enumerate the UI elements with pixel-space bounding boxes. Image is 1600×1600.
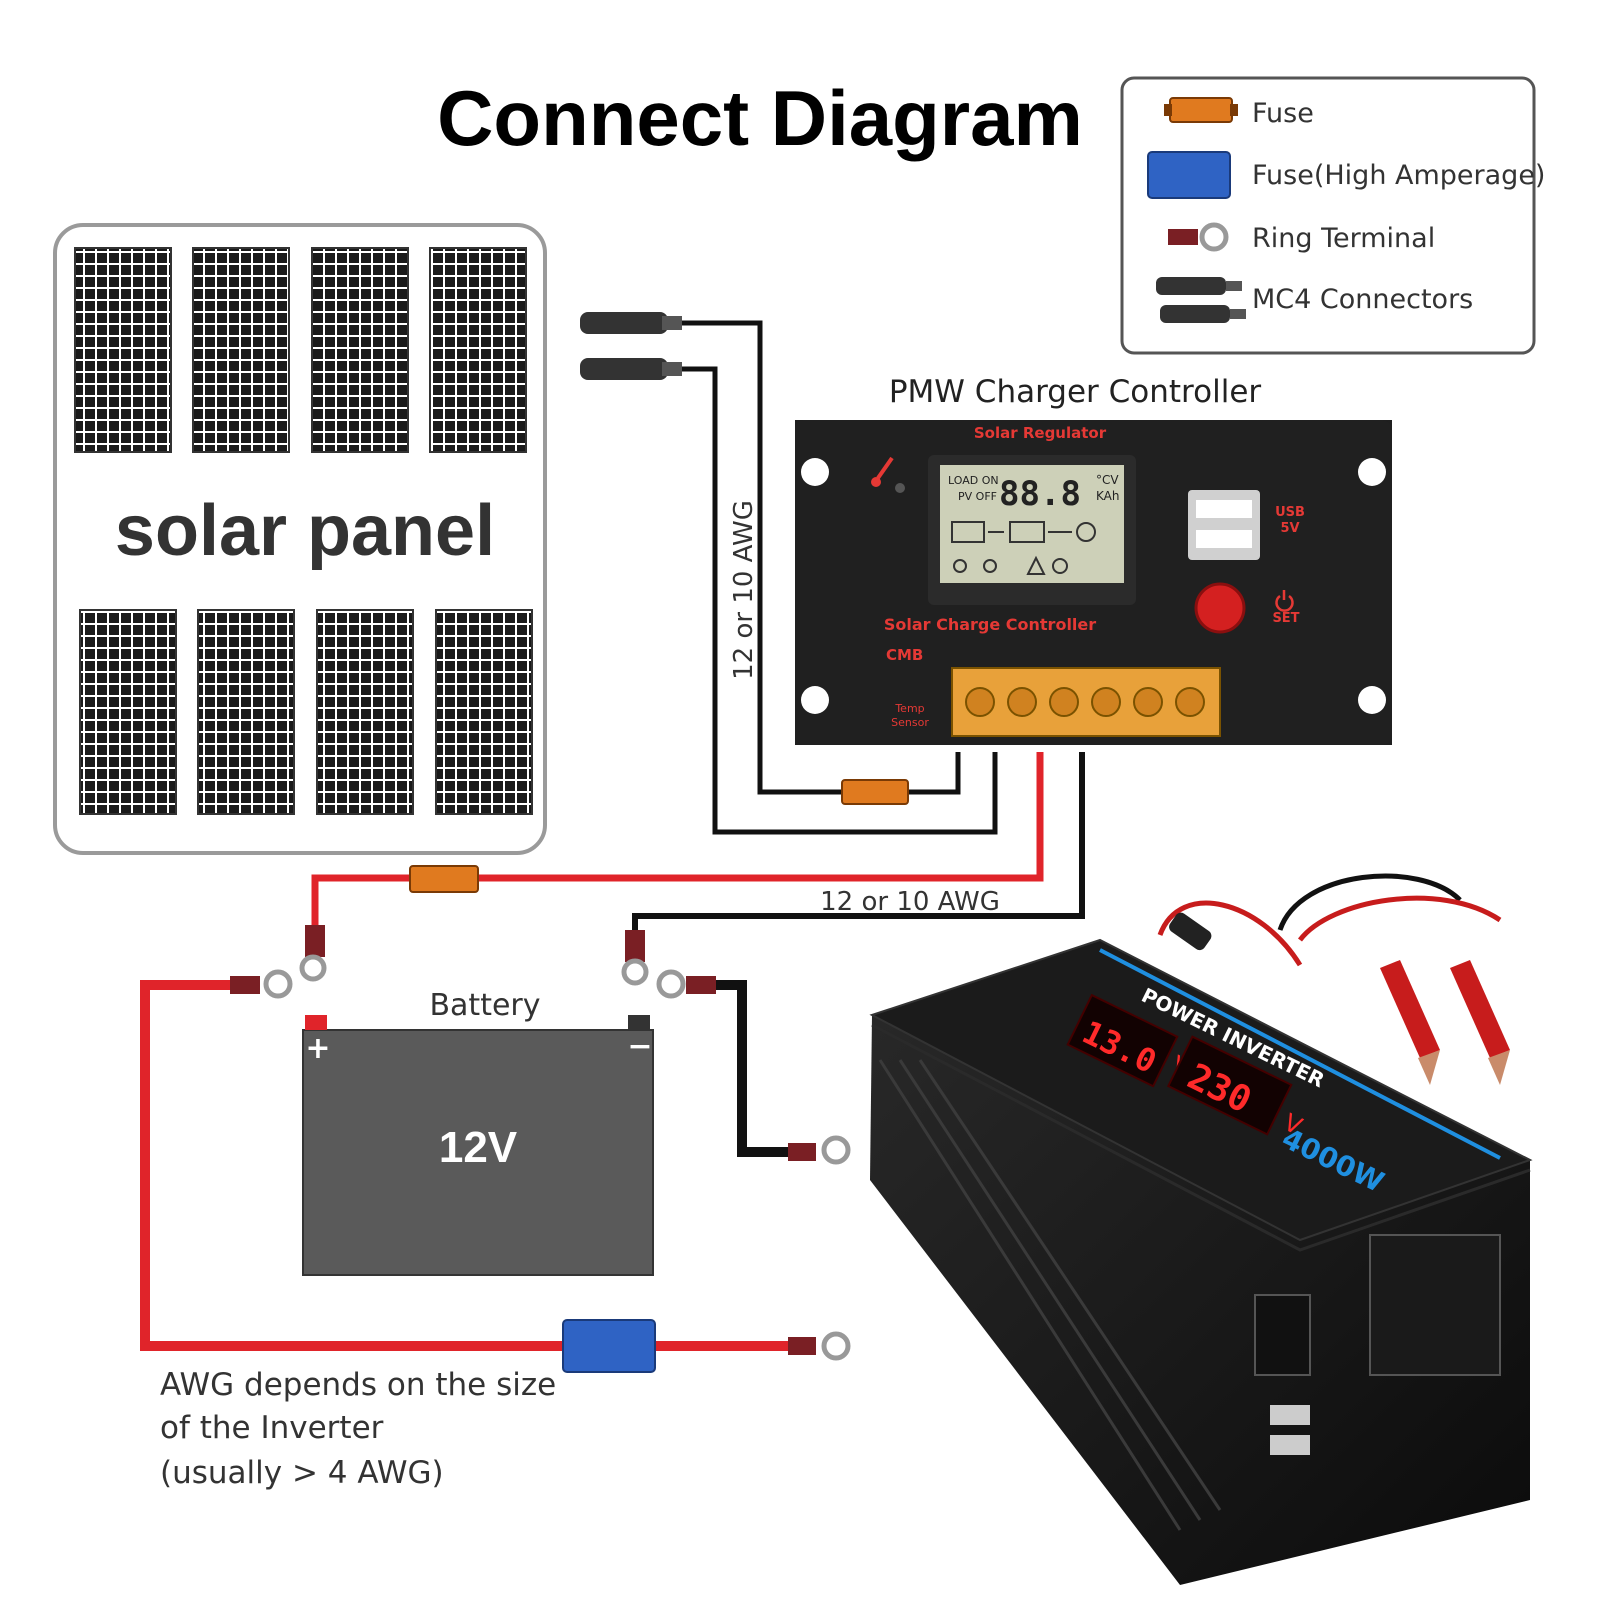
battery-wire-label: 12 or 10 AWG	[820, 887, 1000, 917]
terminal-block	[951, 667, 1221, 737]
pv-wire-label: 12 or 10 AWG	[729, 500, 759, 680]
usb-label-2: 5V	[1280, 521, 1299, 536]
legend-ring-terminal-label: Ring Terminal	[1252, 223, 1435, 254]
legend-mc4-connector-icon	[1156, 277, 1246, 323]
ring-terminal-red	[788, 1331, 851, 1361]
controller-name: Solar Charge Controller	[884, 615, 1096, 634]
lcd-value: 88.8	[999, 474, 1081, 514]
inverter-cables	[1157, 873, 1502, 967]
ring-terminals-battery	[230, 925, 716, 999]
lcd-pv-label: PV OFF	[958, 490, 997, 503]
battery-red-wire	[311, 752, 1044, 930]
solar-cells-bottom	[79, 609, 533, 815]
power-icon	[1275, 590, 1294, 612]
inverter-red-wire	[140, 980, 790, 1351]
controller-lcd	[940, 465, 1124, 583]
legend: Fuse Fuse(High Amperage) Ring Terminal M…	[1120, 76, 1545, 355]
usb-label-1: USB	[1275, 505, 1305, 520]
legend-fuse-label: Fuse	[1252, 98, 1314, 129]
awg-note-line1: AWG depends on the size	[160, 1367, 556, 1403]
lcd-unit-top: °CV	[1096, 473, 1119, 487]
legend-high-amperage-fuse-label: Fuse(High Amperage)	[1252, 160, 1545, 191]
controller-model: CMB	[886, 646, 923, 664]
battery-voltage: 12V	[439, 1123, 518, 1172]
solar-panel-label: solar panel	[115, 491, 495, 571]
power-switch[interactable]	[1254, 1294, 1311, 1376]
battery-label: Battery	[429, 988, 540, 1023]
lcd-unit-bottom: KAh	[1096, 489, 1119, 503]
pv-wires	[682, 320, 998, 835]
ring-terminal-black	[788, 1135, 851, 1165]
awg-note-line2: of the Inverter	[160, 1410, 384, 1446]
lcd-load-label: LOAD ON	[948, 474, 999, 487]
battery-clamps-icon	[1380, 960, 1510, 1085]
mc4-connector-bottom	[580, 358, 682, 380]
awg-note: AWG depends on the size of the Inverter …	[160, 1367, 556, 1491]
cigarette-plug-icon	[1169, 912, 1212, 951]
inverter-usb-port-2[interactable]	[1270, 1435, 1310, 1455]
awg-note-line3: (usually > 4 AWG)	[160, 1455, 444, 1491]
page-title: Connect Diagram	[437, 74, 1083, 162]
legend-high-amperage-fuse-icon	[1147, 151, 1231, 199]
temp-sensor-label-2: Sensor	[891, 716, 929, 729]
mc4-connector-top	[580, 312, 682, 334]
legend-ring-terminal-icon	[1168, 222, 1229, 252]
inverter-usb-port[interactable]	[1270, 1405, 1310, 1425]
inverter-black-wire	[716, 980, 790, 1157]
controller-heading: PMW Charger Controller	[889, 374, 1262, 410]
legend-mc4-connectors-label: MC4 Connectors	[1252, 284, 1473, 315]
usb-ports[interactable]	[1188, 490, 1260, 560]
thermometer-icon	[871, 456, 894, 487]
solar-panel: solar panel	[53, 223, 547, 855]
lcd-icons	[951, 521, 1096, 575]
controller-brand: Solar Regulator	[974, 424, 1107, 442]
battery-plus-icon: +	[305, 1031, 330, 1066]
pv-fuse-icon	[841, 779, 909, 805]
charge-controller: Solar Regulator LOAD ON PV OFF 88.8 °CV …	[795, 420, 1392, 745]
power-inverter: POWER INVERTER 4000W 13.0 V 230 V	[869, 938, 1533, 1585]
set-button[interactable]	[1194, 582, 1246, 634]
ac-outlet[interactable]	[1369, 1234, 1501, 1376]
temp-sensor-label-1: Temp	[894, 702, 924, 715]
battery: + − 12V	[302, 1015, 654, 1276]
solar-cells-top	[74, 247, 527, 453]
inverter-fins	[878, 1059, 1222, 1531]
battery-minus-icon: −	[627, 1029, 652, 1064]
legend-fuse-icon	[1164, 97, 1238, 123]
set-label: SET	[1272, 611, 1299, 626]
high-amperage-fuse-icon	[562, 1319, 656, 1373]
battery-fuse-icon	[409, 865, 479, 893]
